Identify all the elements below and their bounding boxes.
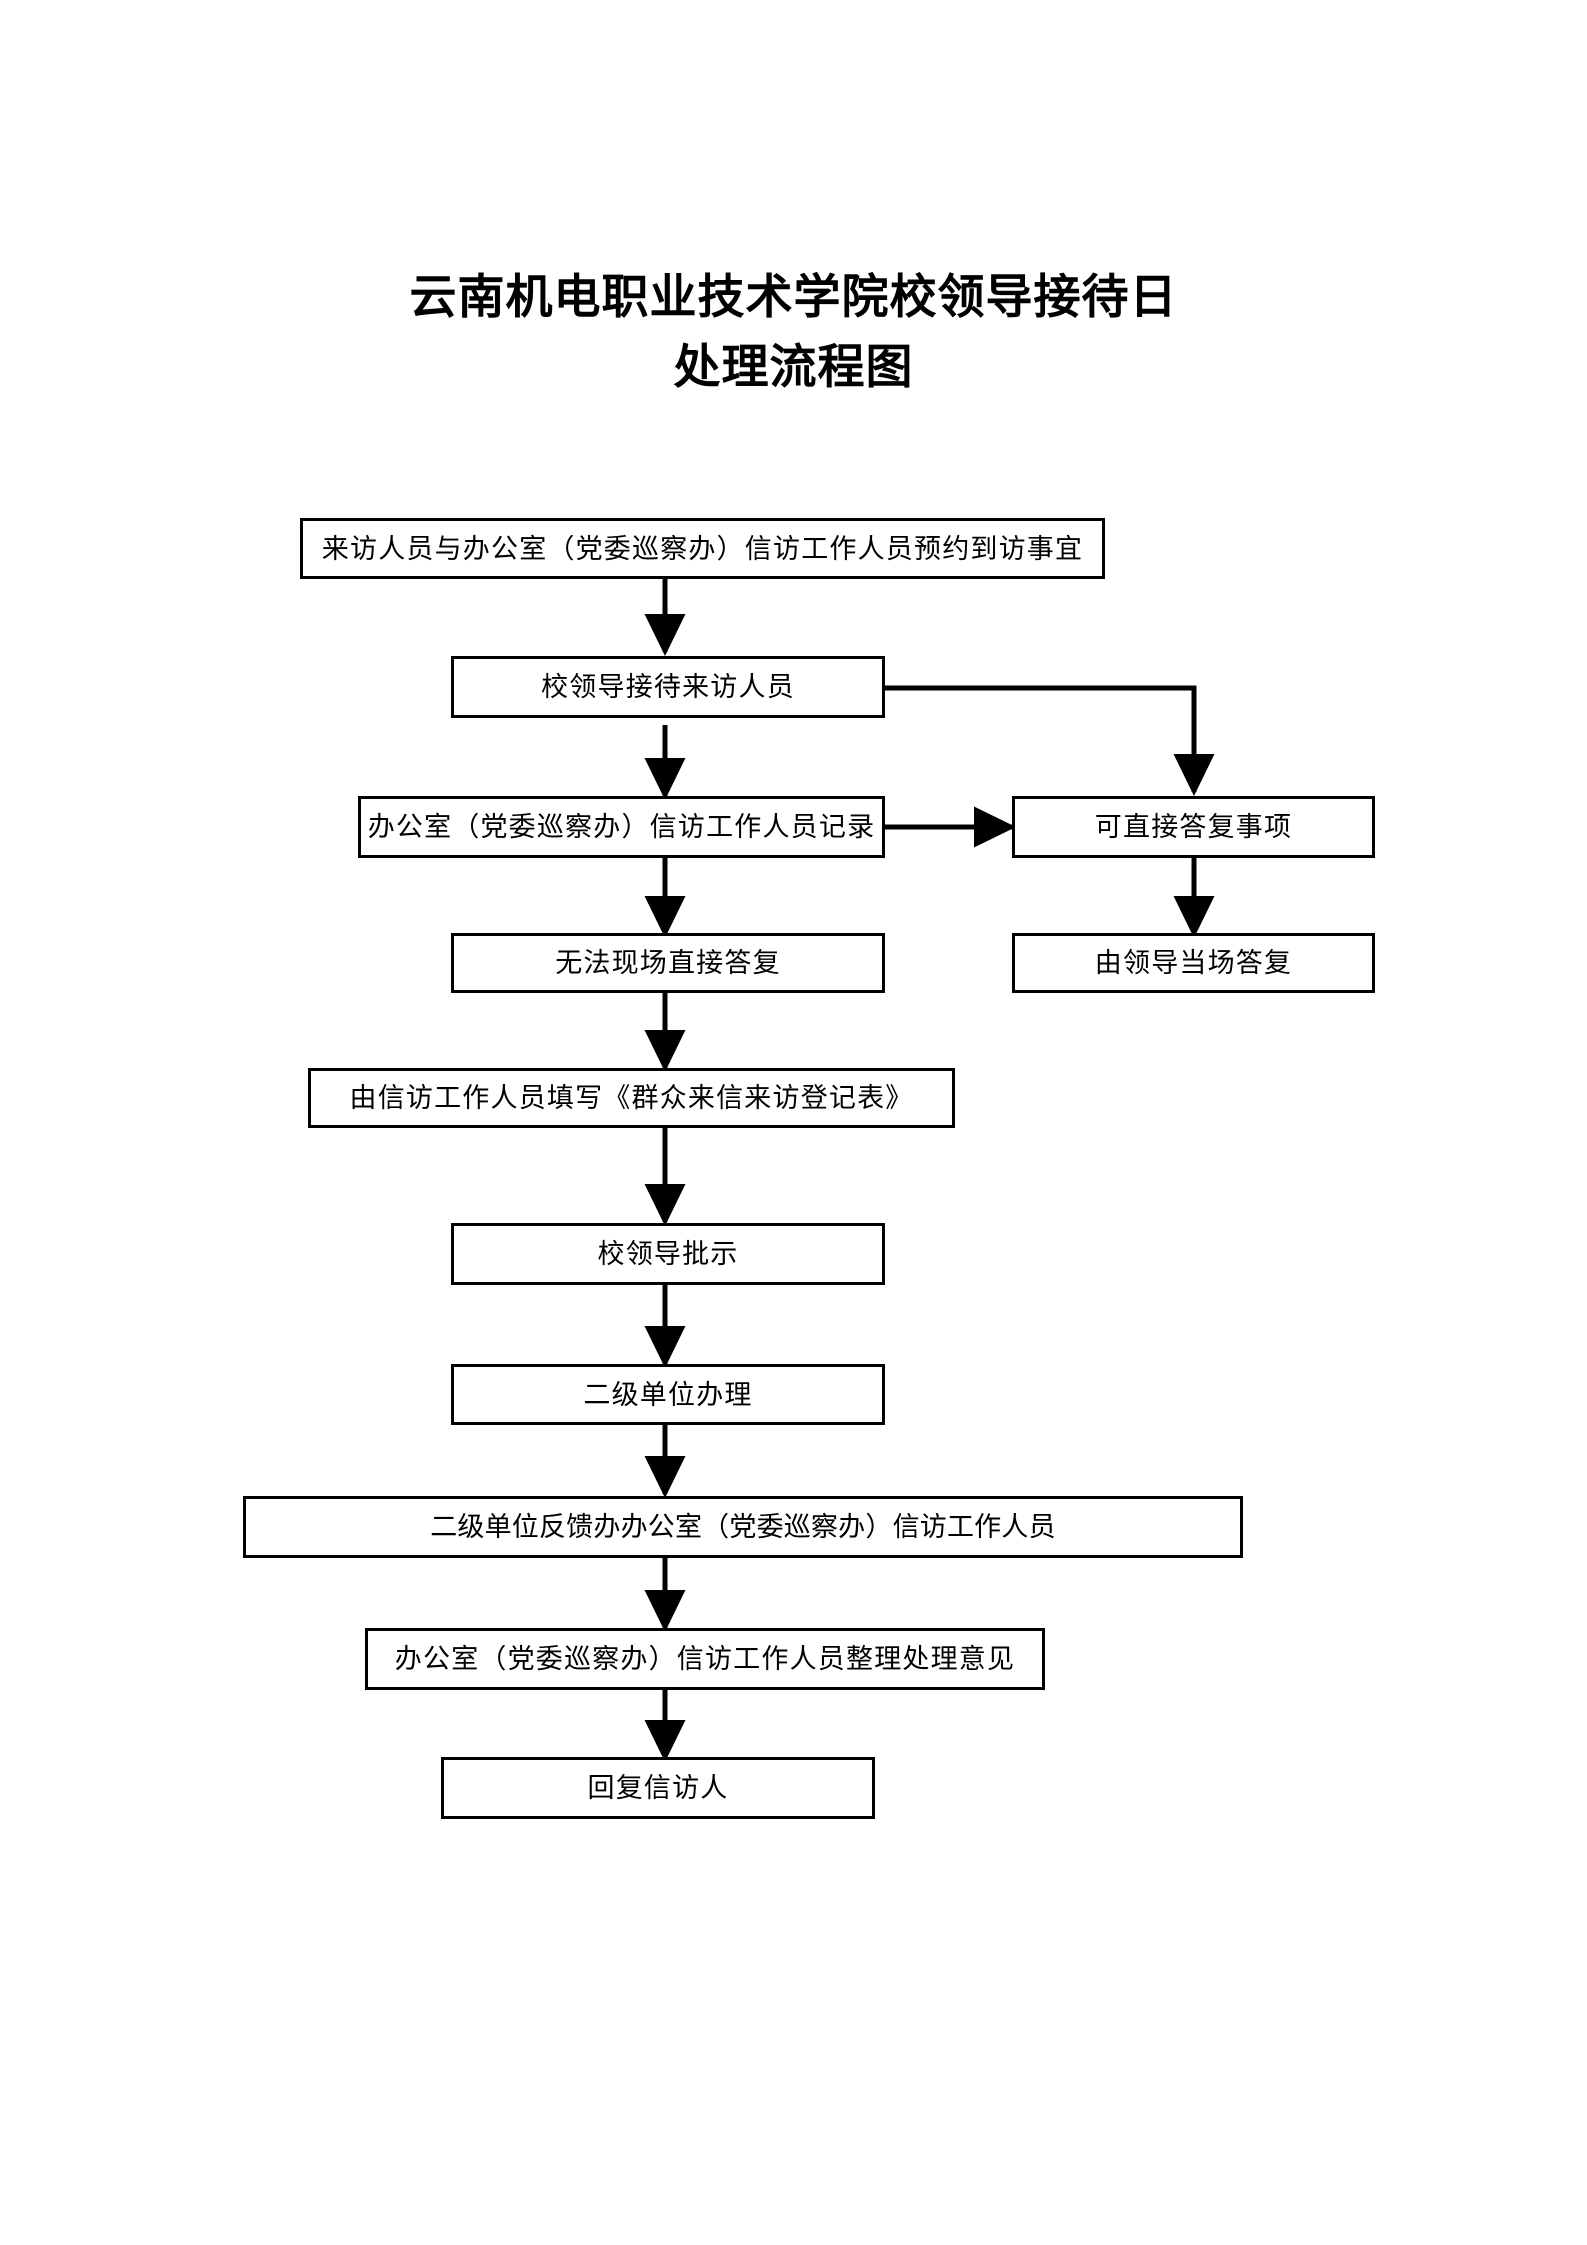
title-line-2: 处理流程图: [673, 340, 914, 393]
title-line-1: 云南机电职业技术学院校领导接待日: [409, 270, 1178, 323]
flow-node-label: 校领导接待来访人员: [541, 672, 795, 702]
page-title: 云南机电职业技术学院校领导接待日 处理流程图: [0, 262, 1587, 402]
flow-node-label: 回复信访人: [587, 1773, 729, 1803]
flow-node-label: 由信访工作人员填写《群众来信来访登记表》: [349, 1083, 914, 1113]
flow-node-n8[interactable]: 校领导批示: [451, 1223, 885, 1285]
flow-node-n5[interactable]: 无法现场直接答复: [451, 933, 885, 993]
flow-node-label: 二级单位反馈办办公室（党委巡察办）信访工作人员: [430, 1512, 1056, 1542]
flow-node-n3[interactable]: 办公室（党委巡察办）信访工作人员记录: [358, 796, 885, 858]
flow-node-n9[interactable]: 二级单位办理: [451, 1364, 885, 1425]
flow-node-n6[interactable]: 由领导当场答复: [1012, 933, 1375, 993]
flow-node-label: 二级单位办理: [583, 1379, 753, 1410]
flow-node-label: 办公室（党委巡察办）信访工作人员整理处理意见: [394, 1644, 1016, 1674]
flow-node-label: 由领导当场答复: [1094, 948, 1293, 978]
flow-node-label: 可直接答复事项: [1094, 812, 1293, 842]
flow-node-label: 办公室（党委巡察办）信访工作人员记录: [367, 812, 876, 842]
flow-node-n12[interactable]: 回复信访人: [441, 1757, 875, 1819]
flow-node-n4[interactable]: 可直接答复事项: [1012, 796, 1375, 858]
flow-node-n10[interactable]: 二级单位反馈办办公室（党委巡察办）信访工作人员: [243, 1496, 1243, 1558]
flow-node-n7[interactable]: 由信访工作人员填写《群众来信来访登记表》: [308, 1068, 955, 1128]
edge-n2-n4: [885, 685, 1215, 797]
flow-node-n1[interactable]: 来访人员与办公室（党委巡察办）信访工作人员预约到访事宜: [300, 518, 1105, 579]
flow-node-label: 校领导批示: [597, 1239, 739, 1269]
flow-node-n11[interactable]: 办公室（党委巡察办）信访工作人员整理处理意见: [365, 1628, 1045, 1690]
flow-node-label: 无法现场直接答复: [555, 948, 781, 978]
flow-node-n2[interactable]: 校领导接待来访人员: [451, 656, 885, 718]
flow-node-label: 来访人员与办公室（党委巡察办）信访工作人员预约到访事宜: [321, 533, 1084, 564]
